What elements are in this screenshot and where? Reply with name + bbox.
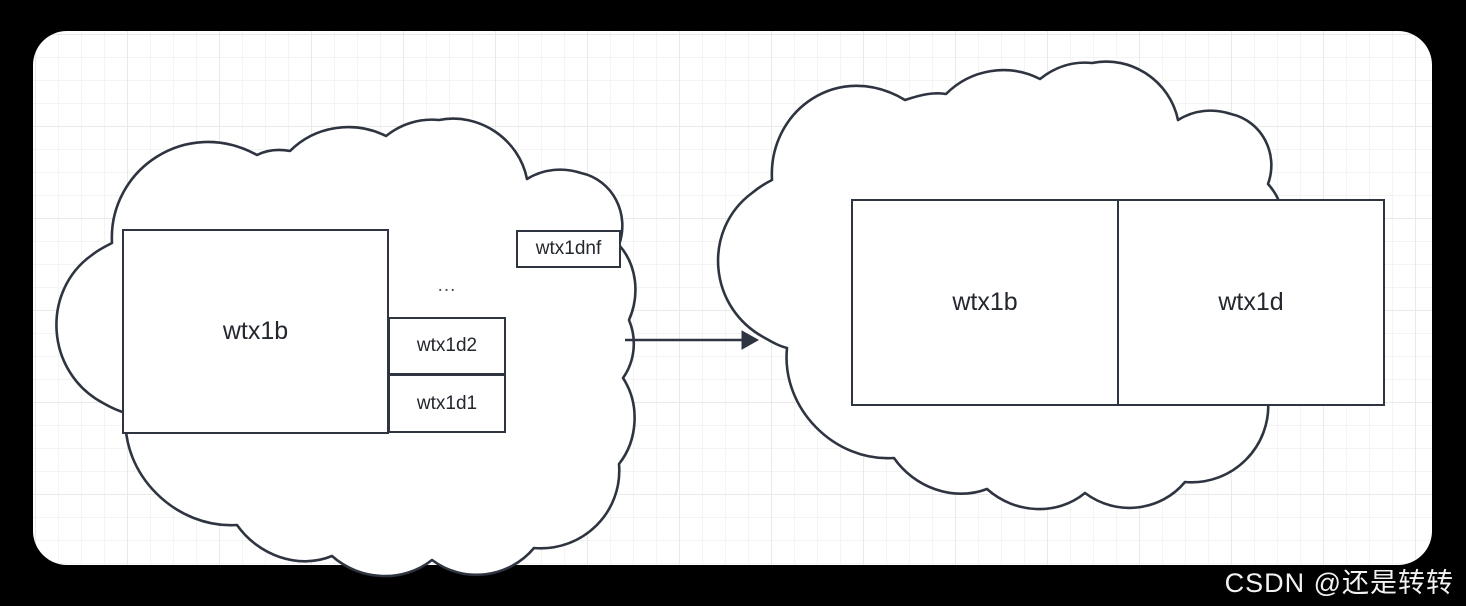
merged-cell-wtx1b[interactable]: wtx1b xyxy=(853,201,1117,404)
box-label-wtx1d1: wtx1d1 xyxy=(416,392,478,414)
box-wtx1b-left[interactable]: wtx1b xyxy=(122,229,389,434)
box-wtx1d1[interactable]: wtx1d1 xyxy=(388,374,506,433)
ellipsis-label: ... xyxy=(437,275,457,296)
box-label-wtx1b-right: wtx1b xyxy=(952,288,1018,316)
box-merged[interactable]: wtx1b wtx1d xyxy=(851,199,1385,406)
box-label-wtx1d: wtx1d xyxy=(1218,288,1284,316)
box-wtx1dnf[interactable]: wtx1dnf xyxy=(516,230,621,268)
csdn-watermark: CSDN @还是转转 xyxy=(1224,568,1454,598)
box-label-wtx1dnf: wtx1dnf xyxy=(535,238,602,259)
box-label-wtx1d2: wtx1d2 xyxy=(416,335,478,356)
box-label-wtx1b-left: wtx1b xyxy=(222,317,289,345)
merged-cell-wtx1d[interactable]: wtx1d xyxy=(1117,201,1383,404)
box-wtx1d2[interactable]: wtx1d2 xyxy=(388,317,506,375)
